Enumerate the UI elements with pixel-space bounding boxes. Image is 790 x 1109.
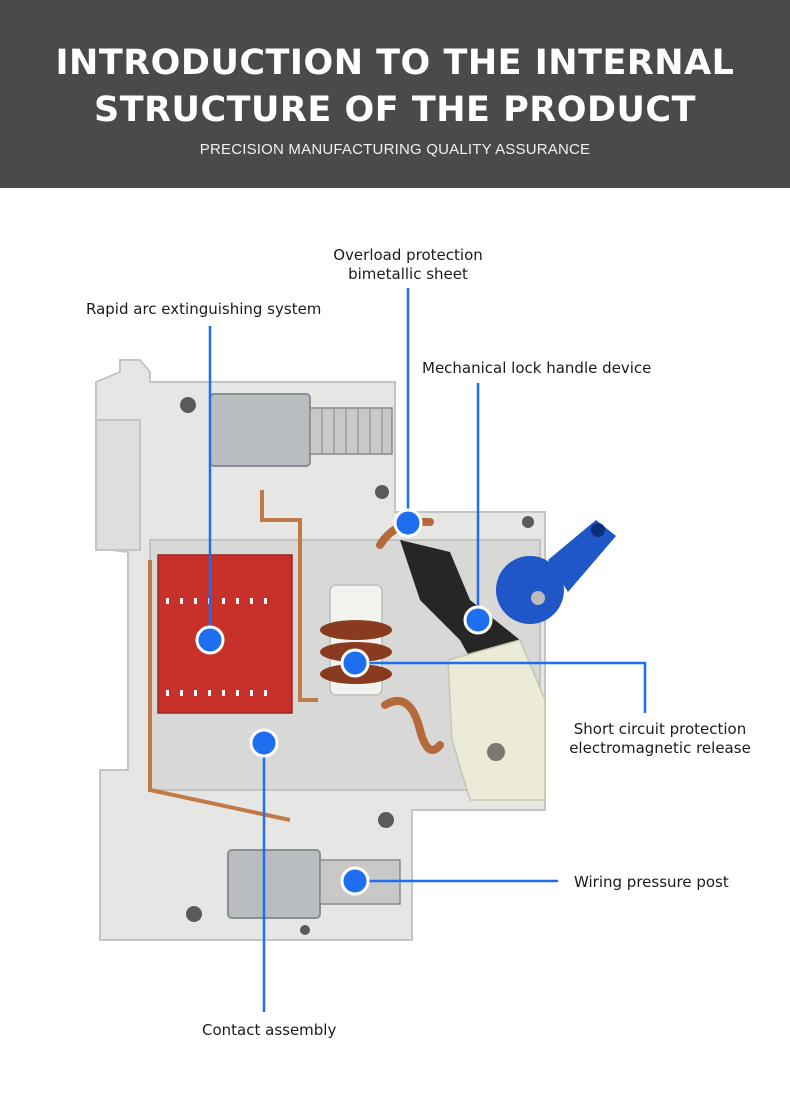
- top-screw: [309, 407, 393, 455]
- mechanism-pivot: [487, 743, 505, 761]
- top-terminal-clamp: [209, 393, 311, 467]
- callout-dot-lock: [463, 605, 493, 635]
- callout-lock: Mechanical lock handle device: [422, 359, 652, 377]
- callout-dot-short: [340, 648, 370, 678]
- callout-overload-line1: Overload protection: [333, 246, 483, 264]
- arc-chamber: [157, 554, 293, 714]
- callout-dot-arc: [195, 625, 225, 655]
- title-line-2: STRUCTURE OF THE PRODUCT: [94, 90, 696, 130]
- callout-lines: [208, 288, 647, 1012]
- callout-overload: Overload protection bimetallic sheet: [322, 246, 494, 284]
- callout-wiring: Wiring pressure post: [574, 873, 729, 891]
- callout-dot-contact: [249, 728, 279, 758]
- copper-bus-strip: [148, 490, 318, 822]
- callout-arc: Rapid arc extinguishing system: [86, 300, 322, 318]
- blue-handle: [496, 520, 616, 624]
- callout-dot-wiring: [340, 866, 370, 896]
- callout-short-line2: electromagnetic release: [569, 739, 751, 757]
- page-header: INTRODUCTION TO THE INTERNAL STRUCTURE O…: [0, 0, 790, 188]
- callout-dot-overload: [393, 508, 423, 538]
- callout-short: Short circuit protection electromagnetic…: [558, 720, 762, 758]
- din-clip: [95, 419, 141, 551]
- callout-contact: Contact assembly: [202, 1021, 337, 1039]
- callout-dots: [195, 508, 493, 896]
- callout-overload-line2: bimetallic sheet: [348, 265, 468, 283]
- page-subtitle: PRECISION MANUFACTURING QUALITY ASSURANC…: [199, 141, 591, 158]
- top-screw-threads: [321, 408, 383, 454]
- callout-short-line1: Short circuit protection: [573, 720, 747, 738]
- title-line-1: INTRODUCTION TO THE INTERNAL: [55, 43, 735, 83]
- mechanism-cover: [447, 639, 546, 801]
- page-title: INTRODUCTION TO THE INTERNAL STRUCTURE O…: [0, 40, 790, 134]
- bottom-terminal-clamp: [227, 849, 321, 919]
